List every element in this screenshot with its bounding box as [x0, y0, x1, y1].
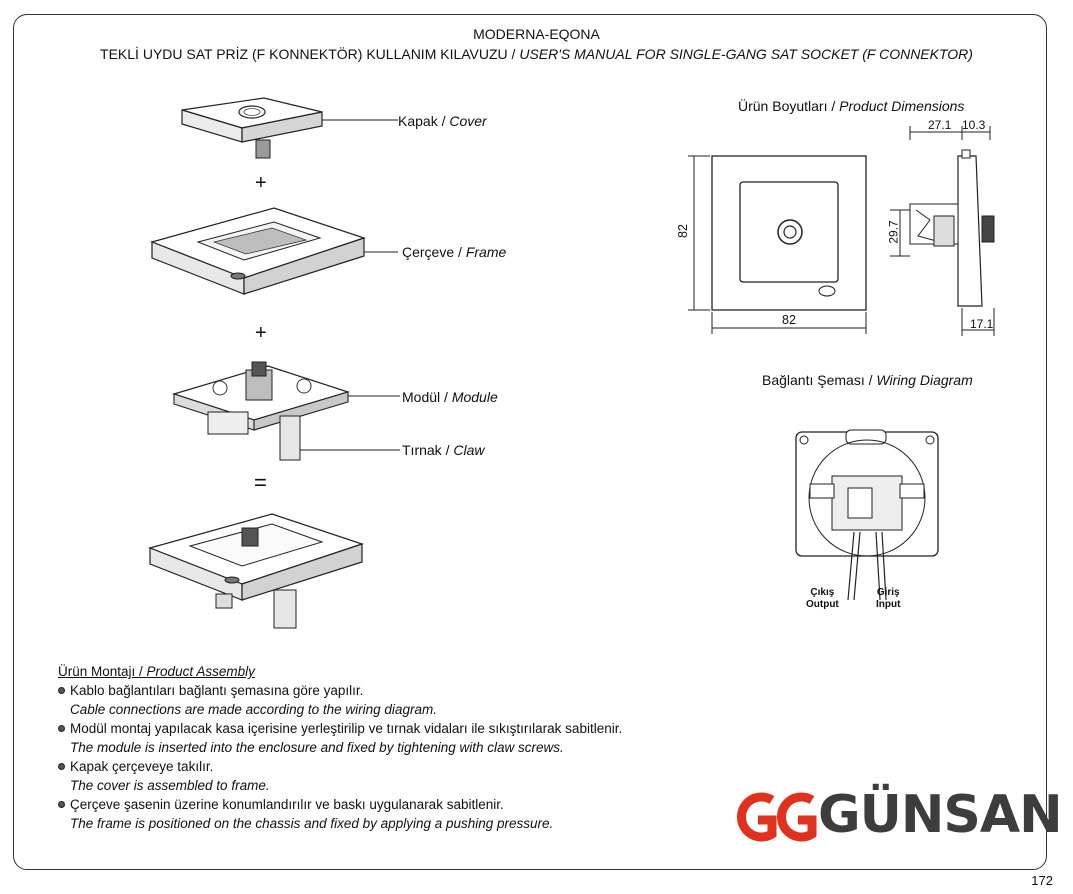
cover-drawing — [181, 97, 398, 159]
gunsan-logo: GÜNSAN — [722, 786, 1063, 846]
dimension-depth-c: 17.1 — [970, 317, 994, 331]
module-label: Modül / Module — [402, 389, 498, 405]
assembly-step: Kablo bağlantıları bağlantı şemasına gör… — [58, 681, 758, 719]
dimension-height: 82 — [675, 224, 690, 238]
front-view-drawing — [688, 155, 867, 334]
assembly-title: Ürün Montajı / Product Assembly — [58, 664, 255, 679]
dimensions-title: Ürün Boyutları / Product Dimensions — [738, 98, 965, 114]
wiring-title: Bağlantı Şeması / Wiring Diagram — [762, 372, 973, 388]
assembly-step: Çerçeve şasenin üzerine konumlandırılır … — [58, 795, 758, 833]
document-model: MODERNA-EQONA — [473, 26, 600, 42]
product-assembly-section: Ürün Montajı / Product Assembly Kablo ba… — [58, 664, 758, 833]
frame-label: Çerçeve / Frame — [402, 244, 507, 260]
plus-sign-1: + — [255, 172, 267, 194]
side-view-drawing — [890, 126, 995, 336]
dimension-width: 82 — [782, 313, 796, 327]
page-border — [13, 14, 1047, 870]
cover-label: Kapak / Cover — [398, 113, 487, 129]
dimension-depth-b: 10.3 — [962, 118, 986, 132]
frame-drawing — [150, 207, 398, 295]
gunsan-logo-text: GÜNSAN — [818, 785, 1063, 845]
module-drawing — [171, 361, 400, 461]
equals-sign: = — [254, 470, 267, 495]
wiring-diagram-drawing — [795, 429, 939, 601]
document-title: TEKLİ UYDU SAT PRİZ (F KONNEKTÖR) KULLAN… — [100, 46, 973, 62]
assembly-step: Kapak çerçeveye takılır.The cover is ass… — [58, 757, 758, 795]
dimension-depth-a: 27.1 — [928, 118, 952, 132]
dimension-inner: 29.7 — [886, 220, 901, 244]
assembled-product-drawing — [148, 513, 364, 629]
claw-label: Tırnak / Claw — [402, 442, 485, 458]
gunsan-logo-mark — [737, 792, 817, 842]
page-number: 172 — [1031, 873, 1053, 888]
plus-sign-2: + — [255, 322, 267, 344]
assembly-step: Modül montaj yapılacak kasa içerisine ye… — [58, 719, 758, 757]
